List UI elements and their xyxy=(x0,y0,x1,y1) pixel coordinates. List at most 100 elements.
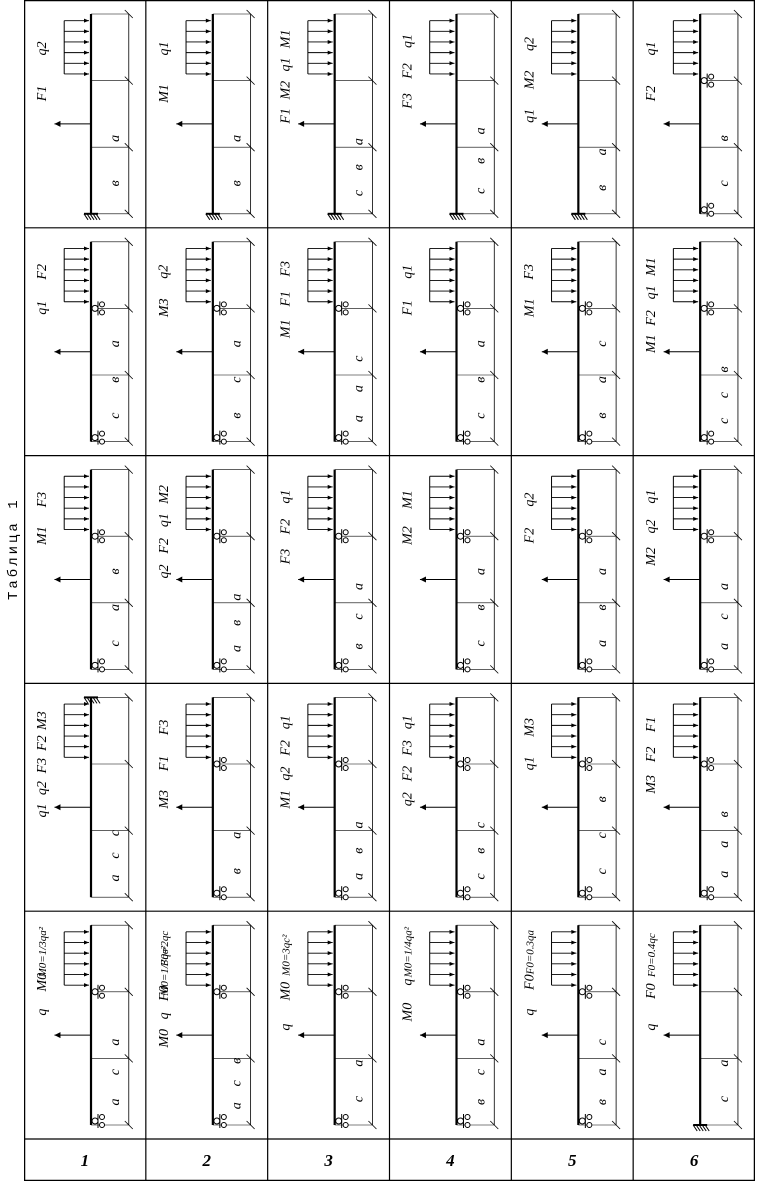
load-arrowhead xyxy=(84,50,90,55)
load-arrowhead xyxy=(205,61,211,66)
wall-hatch xyxy=(333,213,339,221)
support-roller xyxy=(342,658,349,665)
load-arrowhead xyxy=(84,246,90,251)
dimension-label: в xyxy=(230,1058,245,1064)
load-label: q xyxy=(279,1024,294,1031)
dimension-label: в xyxy=(351,643,366,649)
load-arrowhead xyxy=(693,734,699,739)
load-arrowhead xyxy=(84,474,90,479)
row-number-3: 3 xyxy=(323,1151,333,1170)
support-roller xyxy=(99,984,106,991)
load-arrowhead xyxy=(327,527,333,532)
load-label: M1 xyxy=(644,257,659,277)
load-arrowhead xyxy=(327,972,333,977)
load-arrowhead xyxy=(84,702,90,707)
row-number-4: 4 xyxy=(445,1151,455,1170)
load-label: M0=1/3qa² xyxy=(37,926,49,978)
load-arrowhead xyxy=(693,961,699,966)
support-roller xyxy=(342,757,349,763)
load-arrowhead xyxy=(327,940,333,945)
load-arrowhead xyxy=(205,246,211,251)
dimension-label: a xyxy=(230,135,245,142)
load-arrowhead xyxy=(449,755,455,760)
force-arrowhead xyxy=(298,1032,305,1039)
support-pin xyxy=(91,988,99,996)
load-label: F2 xyxy=(35,264,50,281)
load-arrowhead xyxy=(84,712,90,717)
load-arrowhead xyxy=(571,744,577,749)
support-pin xyxy=(213,988,221,996)
dimension-label: c xyxy=(595,867,610,874)
load-label: q2 xyxy=(644,520,659,534)
wall-hatch xyxy=(89,213,95,221)
dimension-label: c xyxy=(595,1038,610,1045)
support-roller xyxy=(586,1122,593,1128)
load-label: F0 xyxy=(522,974,537,991)
load-arrowhead xyxy=(693,929,699,934)
dimension-label: a xyxy=(717,1060,732,1067)
load-label: M1 xyxy=(279,790,294,810)
wall-hatch xyxy=(205,213,211,221)
support-pin xyxy=(213,1117,221,1125)
support-roller xyxy=(708,894,715,901)
dimension-label: c xyxy=(108,829,123,836)
load-label: F2 xyxy=(400,63,415,80)
force-arrowhead xyxy=(419,804,426,811)
wall-hatch xyxy=(452,213,457,221)
support-roller xyxy=(708,301,715,308)
support-pin xyxy=(335,661,343,669)
support-pin xyxy=(700,206,708,214)
load-label: q xyxy=(644,1024,659,1031)
load-label: q xyxy=(522,1009,537,1016)
support-pin xyxy=(457,434,465,442)
load-label: F3 xyxy=(400,93,415,110)
dimension-label: a xyxy=(230,340,245,347)
support-roller xyxy=(464,309,471,316)
wall-hatch xyxy=(336,213,342,221)
dimension-label: в xyxy=(717,366,732,372)
load-label: M2 xyxy=(157,485,172,505)
load-label: M1 xyxy=(644,334,659,354)
dimension-label: c xyxy=(351,189,366,196)
support-pin xyxy=(457,532,465,540)
load-arrowhead xyxy=(84,940,90,945)
row-number-1: 1 xyxy=(81,1151,90,1170)
support-roller xyxy=(464,658,471,665)
dimension-label: a xyxy=(473,568,488,575)
load-arrowhead xyxy=(449,929,455,934)
dimension-label: a xyxy=(108,340,123,347)
load-arrowhead xyxy=(84,961,90,966)
load-label: M1 xyxy=(279,30,294,50)
force-arrowhead xyxy=(54,348,61,355)
support-roller xyxy=(586,430,593,437)
support-pin xyxy=(578,434,586,442)
support-pin xyxy=(578,304,586,312)
load-arrowhead xyxy=(84,289,90,294)
wall-hatch xyxy=(217,213,223,221)
wall-hatch xyxy=(698,1124,704,1132)
dimension-label: в xyxy=(473,158,488,164)
dimension-tick xyxy=(124,920,134,930)
support-pin xyxy=(700,434,708,442)
dimension-label: c xyxy=(473,821,488,828)
support-roller xyxy=(586,992,593,999)
support-roller xyxy=(586,537,593,544)
load-label: M1 xyxy=(400,490,415,510)
support-pin xyxy=(578,760,586,768)
load-label: q xyxy=(35,1009,50,1016)
load-label: q2 xyxy=(35,41,50,55)
support-roller xyxy=(586,984,593,991)
dimension-label: в xyxy=(595,413,610,419)
support-pin xyxy=(335,988,343,996)
load-label: M3 xyxy=(522,718,537,738)
dimension-label: a xyxy=(595,148,610,155)
support-roller xyxy=(586,886,593,893)
